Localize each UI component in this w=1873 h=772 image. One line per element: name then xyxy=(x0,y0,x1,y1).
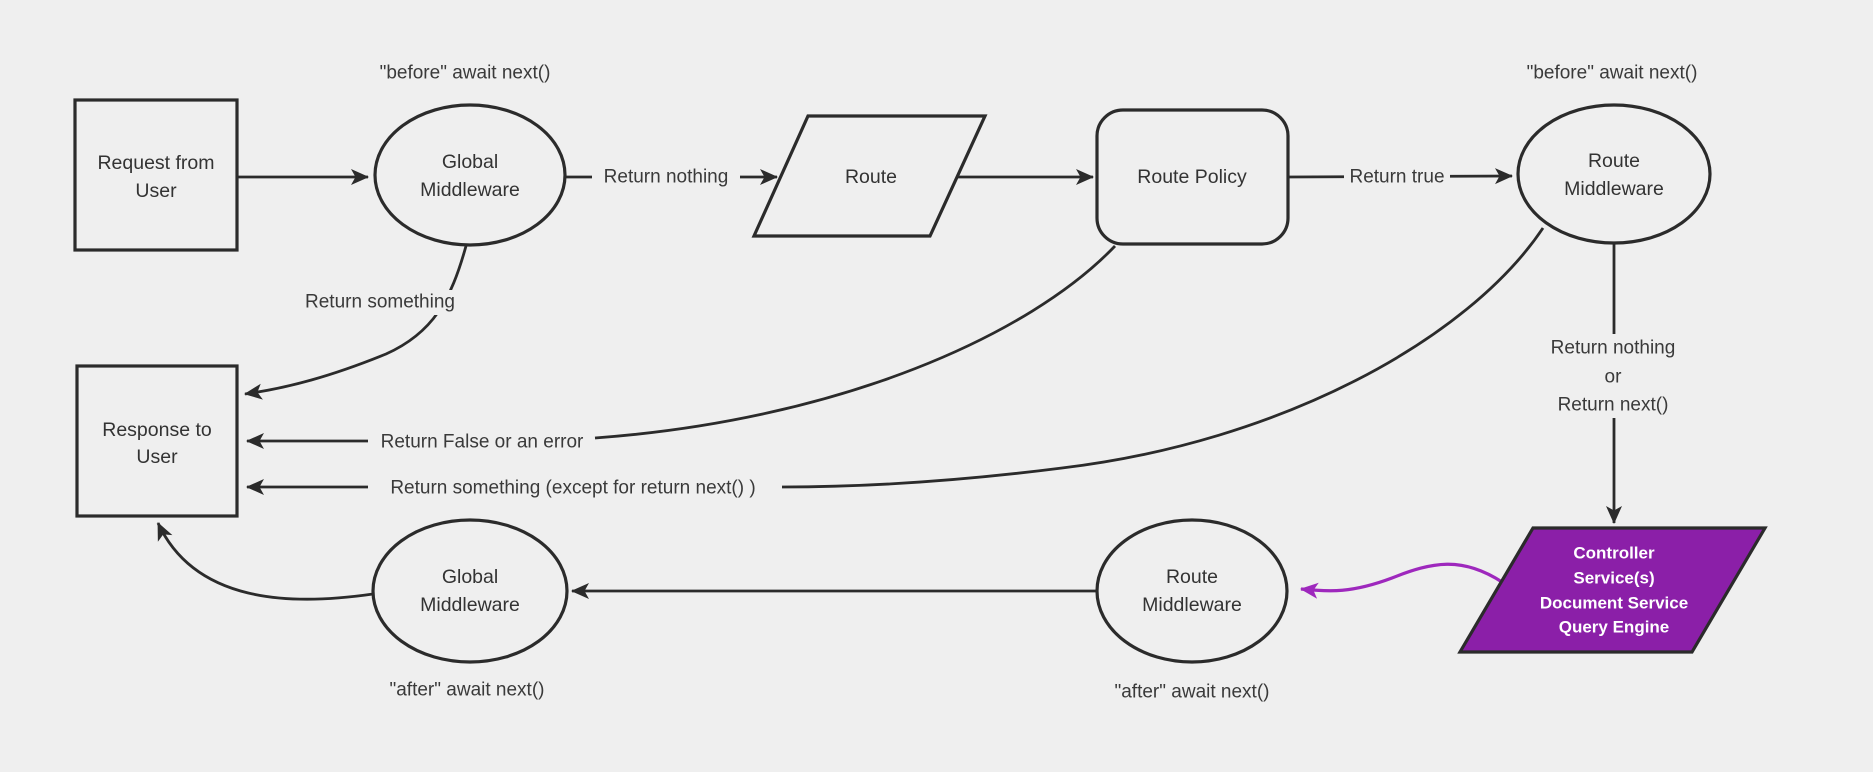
edge-global-middleware-bottom-to-response xyxy=(156,522,374,601)
return-something-label: Return something xyxy=(305,292,455,313)
route-middleware-bottom-node xyxy=(1095,518,1289,664)
response-to-user-line1: Response to xyxy=(102,419,212,441)
response-to-user-line2: User xyxy=(136,446,178,468)
response-to-user-node xyxy=(75,364,239,518)
request-from-user-line1: Request from xyxy=(97,152,214,174)
request-from-user-line2: User xyxy=(135,180,177,202)
return-nothing-or-label-bg xyxy=(1532,334,1694,418)
return-false-label: Return False or an error xyxy=(381,432,584,453)
edge-controller-to-route-middleware-bottom xyxy=(1300,562,1503,599)
route-label: Route xyxy=(845,166,897,188)
controller-services-line1: Controller xyxy=(1573,544,1655,563)
after-await-next-bottom-left: "after" await next() xyxy=(390,680,545,701)
return-true-label-bg xyxy=(1344,164,1450,190)
route-middleware-top-line2: Middleware xyxy=(1564,178,1664,200)
global-middleware-bottom-line2: Middleware xyxy=(420,594,520,616)
request-from-user-node xyxy=(73,98,239,252)
global-middleware-bottom-node xyxy=(371,518,569,664)
controller-services-line4: Query Engine xyxy=(1559,618,1670,637)
return-true-label: Return true xyxy=(1349,167,1444,188)
global-middleware-top-node xyxy=(373,103,567,247)
route-middleware-top-line1: Route xyxy=(1588,150,1640,172)
controller-services-node xyxy=(1457,526,1768,654)
route-middleware-bottom-line2: Middleware xyxy=(1142,594,1242,616)
return-something-except-label: Return something (except for return next… xyxy=(390,478,755,499)
before-await-next-top-left: "before" await next() xyxy=(380,63,551,84)
route-policy-label: Route Policy xyxy=(1137,166,1247,188)
route-node xyxy=(751,114,988,238)
return-nothing-or-line2: or xyxy=(1605,367,1623,388)
return-something-label-bg xyxy=(306,290,454,315)
global-middleware-top-line2: Middleware xyxy=(420,179,520,201)
controller-services-line3: Document Service xyxy=(1540,594,1688,613)
after-await-next-bottom-right: "after" await next() xyxy=(1115,682,1270,703)
edge-return-something-except-curve xyxy=(781,227,1545,489)
return-nothing-label: Return nothing xyxy=(604,167,729,188)
before-await-next-top-right: "before" await next() xyxy=(1527,63,1698,84)
route-policy-node xyxy=(1095,108,1290,246)
route-middleware-bottom-line1: Route xyxy=(1166,566,1218,588)
edge-return-false-curve xyxy=(594,245,1117,440)
route-middleware-top-node xyxy=(1516,103,1712,245)
edge-return-something xyxy=(244,245,468,400)
controller-services-line2: Service(s) xyxy=(1573,569,1654,588)
return-nothing-label-bg xyxy=(592,164,740,190)
global-middleware-bottom-line1: Global xyxy=(442,566,498,588)
global-middleware-top-line1: Global xyxy=(442,151,498,173)
return-nothing-or-line3: Return next() xyxy=(1558,395,1669,416)
return-nothing-or-line1: Return nothing xyxy=(1551,338,1676,359)
